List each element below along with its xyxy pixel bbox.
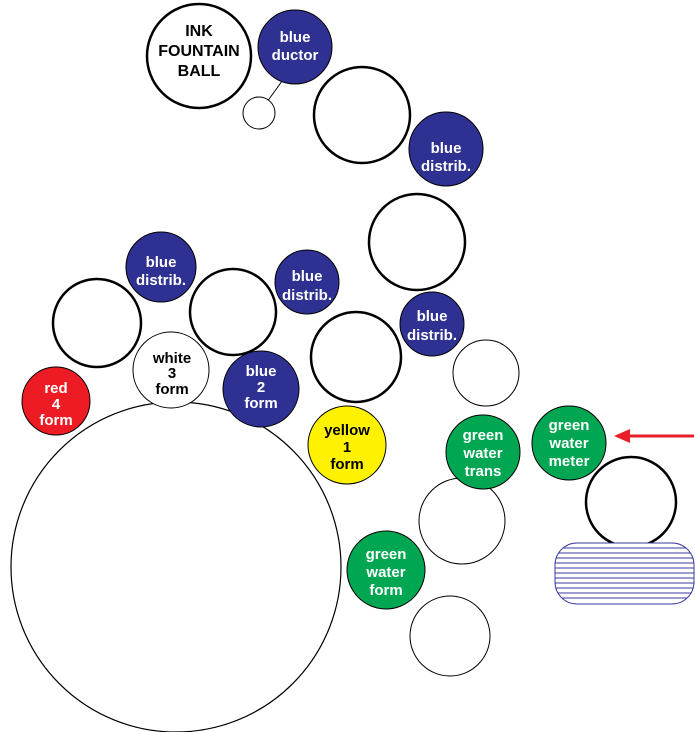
red-4-form-line-3: form xyxy=(39,412,72,429)
ink-roller-center-left xyxy=(188,267,278,357)
yellow-1-form-label: yellow 1 form xyxy=(324,422,370,473)
red-4-form-label: red 4 form xyxy=(39,380,72,429)
blue-2-form-label: blue 2 form xyxy=(244,363,277,412)
blue-2-form-line-2: 2 xyxy=(257,379,265,396)
green-water-meter-line-3: meter xyxy=(549,453,590,470)
blue-ductor-label: blue ductor xyxy=(272,29,319,64)
blue-2-form-line-3: form xyxy=(244,395,277,412)
green-water-form-line-1: green xyxy=(366,546,407,563)
green-water-trans-line-1: green xyxy=(463,427,504,444)
yellow-1-form-line-1: yellow xyxy=(324,422,370,439)
red-4-form-line-1: red xyxy=(44,380,67,397)
white-3-form-line-3: form xyxy=(155,381,188,398)
blue-ductor-roller xyxy=(257,9,333,85)
green-water-meter-label: green water meter xyxy=(548,417,589,470)
water-roller-middle xyxy=(418,477,506,565)
ink-roller-center xyxy=(309,310,403,404)
white-3-form-roller xyxy=(132,331,210,409)
fountain-small-roller xyxy=(242,96,276,130)
blue-distrib-mid-label: blue distrib. xyxy=(282,268,332,304)
blue-distrib-left-label: blue distrib. xyxy=(136,254,186,289)
green-water-form-roller xyxy=(346,530,426,610)
green-water-meter-line-1: green xyxy=(549,417,590,434)
ink-roller-upper xyxy=(312,65,412,165)
plate-cylinder xyxy=(10,401,342,732)
water-roller-lower xyxy=(409,595,491,677)
blue-distrib-top-label: blue distrib. xyxy=(421,140,471,175)
green-water-trans-label: green water trans xyxy=(462,427,503,480)
blue-distrib-left-line-2: distrib. xyxy=(136,272,186,289)
blue-distrib-right-line-2: distrib. xyxy=(407,327,457,344)
ink-fountain-ball-line-2: FOUNTAIN xyxy=(158,43,239,60)
water-roller-upper xyxy=(452,339,520,407)
ink-fountain-ball-line-3: BALL xyxy=(178,63,221,80)
blue-distrib-roller-top xyxy=(408,111,484,187)
blue-distrib-top-line-1: blue xyxy=(431,140,462,157)
red-4-form-roller xyxy=(21,366,91,436)
blue-distrib-mid-line-2: distrib. xyxy=(282,287,332,304)
blue-ductor-line-2: ductor xyxy=(272,47,319,64)
green-water-meter-line-2: water xyxy=(548,435,588,452)
green-water-form-line-2: water xyxy=(365,564,405,581)
yellow-1-form-line-2: 1 xyxy=(343,439,351,456)
blue-distrib-roller-right xyxy=(399,291,465,357)
white-3-form-label: white 3 form xyxy=(152,350,191,398)
blue-distrib-right-line-1: blue xyxy=(417,308,448,325)
blue-distrib-right-label: blue distrib. xyxy=(407,308,457,344)
green-water-trans-line-3: trans xyxy=(465,463,502,480)
green-water-trans-roller xyxy=(445,414,521,490)
blue-ductor-line-1: blue xyxy=(280,29,311,46)
ink-fountain-ball-line-1: INK xyxy=(185,23,213,40)
green-water-meter-roller xyxy=(531,405,607,481)
blue-distrib-roller-left xyxy=(125,231,197,303)
water-pan xyxy=(554,542,695,605)
green-water-form-label: green water form xyxy=(365,546,406,599)
blue-distrib-mid-line-1: blue xyxy=(292,268,323,285)
ink-fountain-ball-label: INK FOUNTAIN BALL xyxy=(158,23,239,80)
water-meter-roller xyxy=(584,455,678,549)
yellow-1-form-line-3: form xyxy=(330,456,363,473)
ink-roller-middle xyxy=(367,192,467,292)
green-water-form-line-3: form xyxy=(369,582,402,599)
red-4-form-line-2: 4 xyxy=(52,396,61,413)
blue-2-form-roller xyxy=(222,350,300,428)
yellow-1-form-roller xyxy=(307,405,387,485)
green-water-trans-line-2: water xyxy=(462,445,502,462)
white-3-form-line-2: 3 xyxy=(168,365,176,382)
ink-fountain-ball xyxy=(145,2,253,110)
blue-2-form-line-1: blue xyxy=(246,363,277,380)
blue-distrib-left-line-1: blue xyxy=(146,254,177,271)
red-arrow-icon xyxy=(614,429,694,443)
white-3-form-line-1: white xyxy=(152,350,191,367)
blue-distrib-roller-mid xyxy=(274,249,340,315)
blue-distrib-top-line-2: distrib. xyxy=(421,158,471,175)
ink-roller-left xyxy=(51,277,143,369)
